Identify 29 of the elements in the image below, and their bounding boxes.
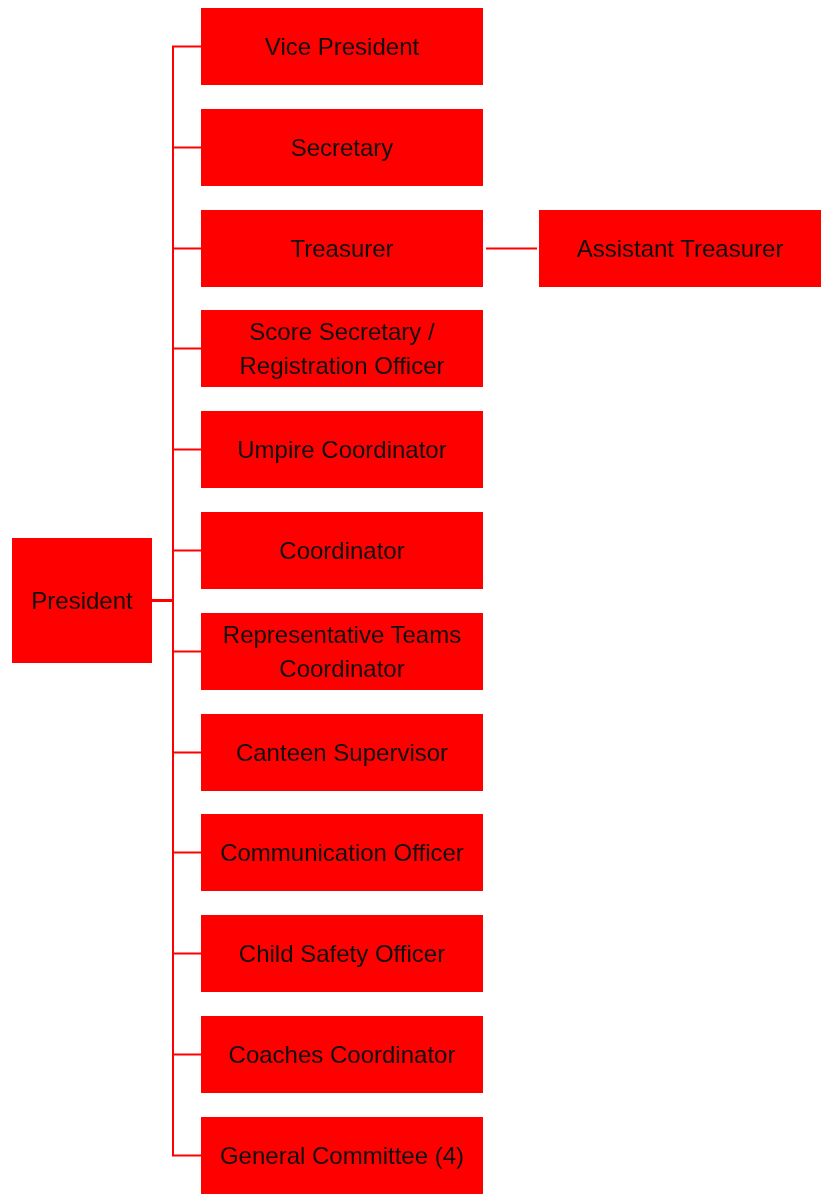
role-box	[201, 8, 483, 85]
role-title: Score Secretary / Registration Officer	[238, 316, 446, 381]
role-box	[539, 210, 821, 287]
role-box	[12, 538, 152, 663]
role-box	[201, 310, 483, 387]
role-title: Communication Officer	[220, 837, 464, 868]
role-box	[201, 915, 483, 992]
role-title: Representative Teams Coordinator	[221, 619, 463, 684]
role-title: Umpire Coordinator	[237, 434, 447, 465]
role-title: Canteen Supervisor	[235, 737, 449, 768]
role-title: Assistant Treasurer	[576, 233, 784, 264]
role-box	[201, 613, 483, 690]
role-box	[201, 814, 483, 891]
role-title: Vice President	[264, 31, 420, 62]
role-box	[201, 1117, 483, 1194]
role-title: Child Safety Officer	[238, 938, 446, 969]
role-title: President	[31, 585, 133, 616]
role-box	[201, 1016, 483, 1093]
role-box	[201, 411, 483, 488]
role-box	[201, 714, 483, 791]
role-title: Coaches Coordinator	[228, 1039, 456, 1070]
role-box	[201, 512, 483, 589]
role-title: Secretary	[290, 132, 394, 163]
role-title: Treasurer	[290, 233, 394, 264]
role-title: Coordinator	[279, 535, 405, 566]
role-box	[201, 109, 483, 186]
connector-line	[485, 247, 538, 250]
role-title: General Committee (4)	[219, 1140, 465, 1171]
role-box	[201, 210, 483, 287]
